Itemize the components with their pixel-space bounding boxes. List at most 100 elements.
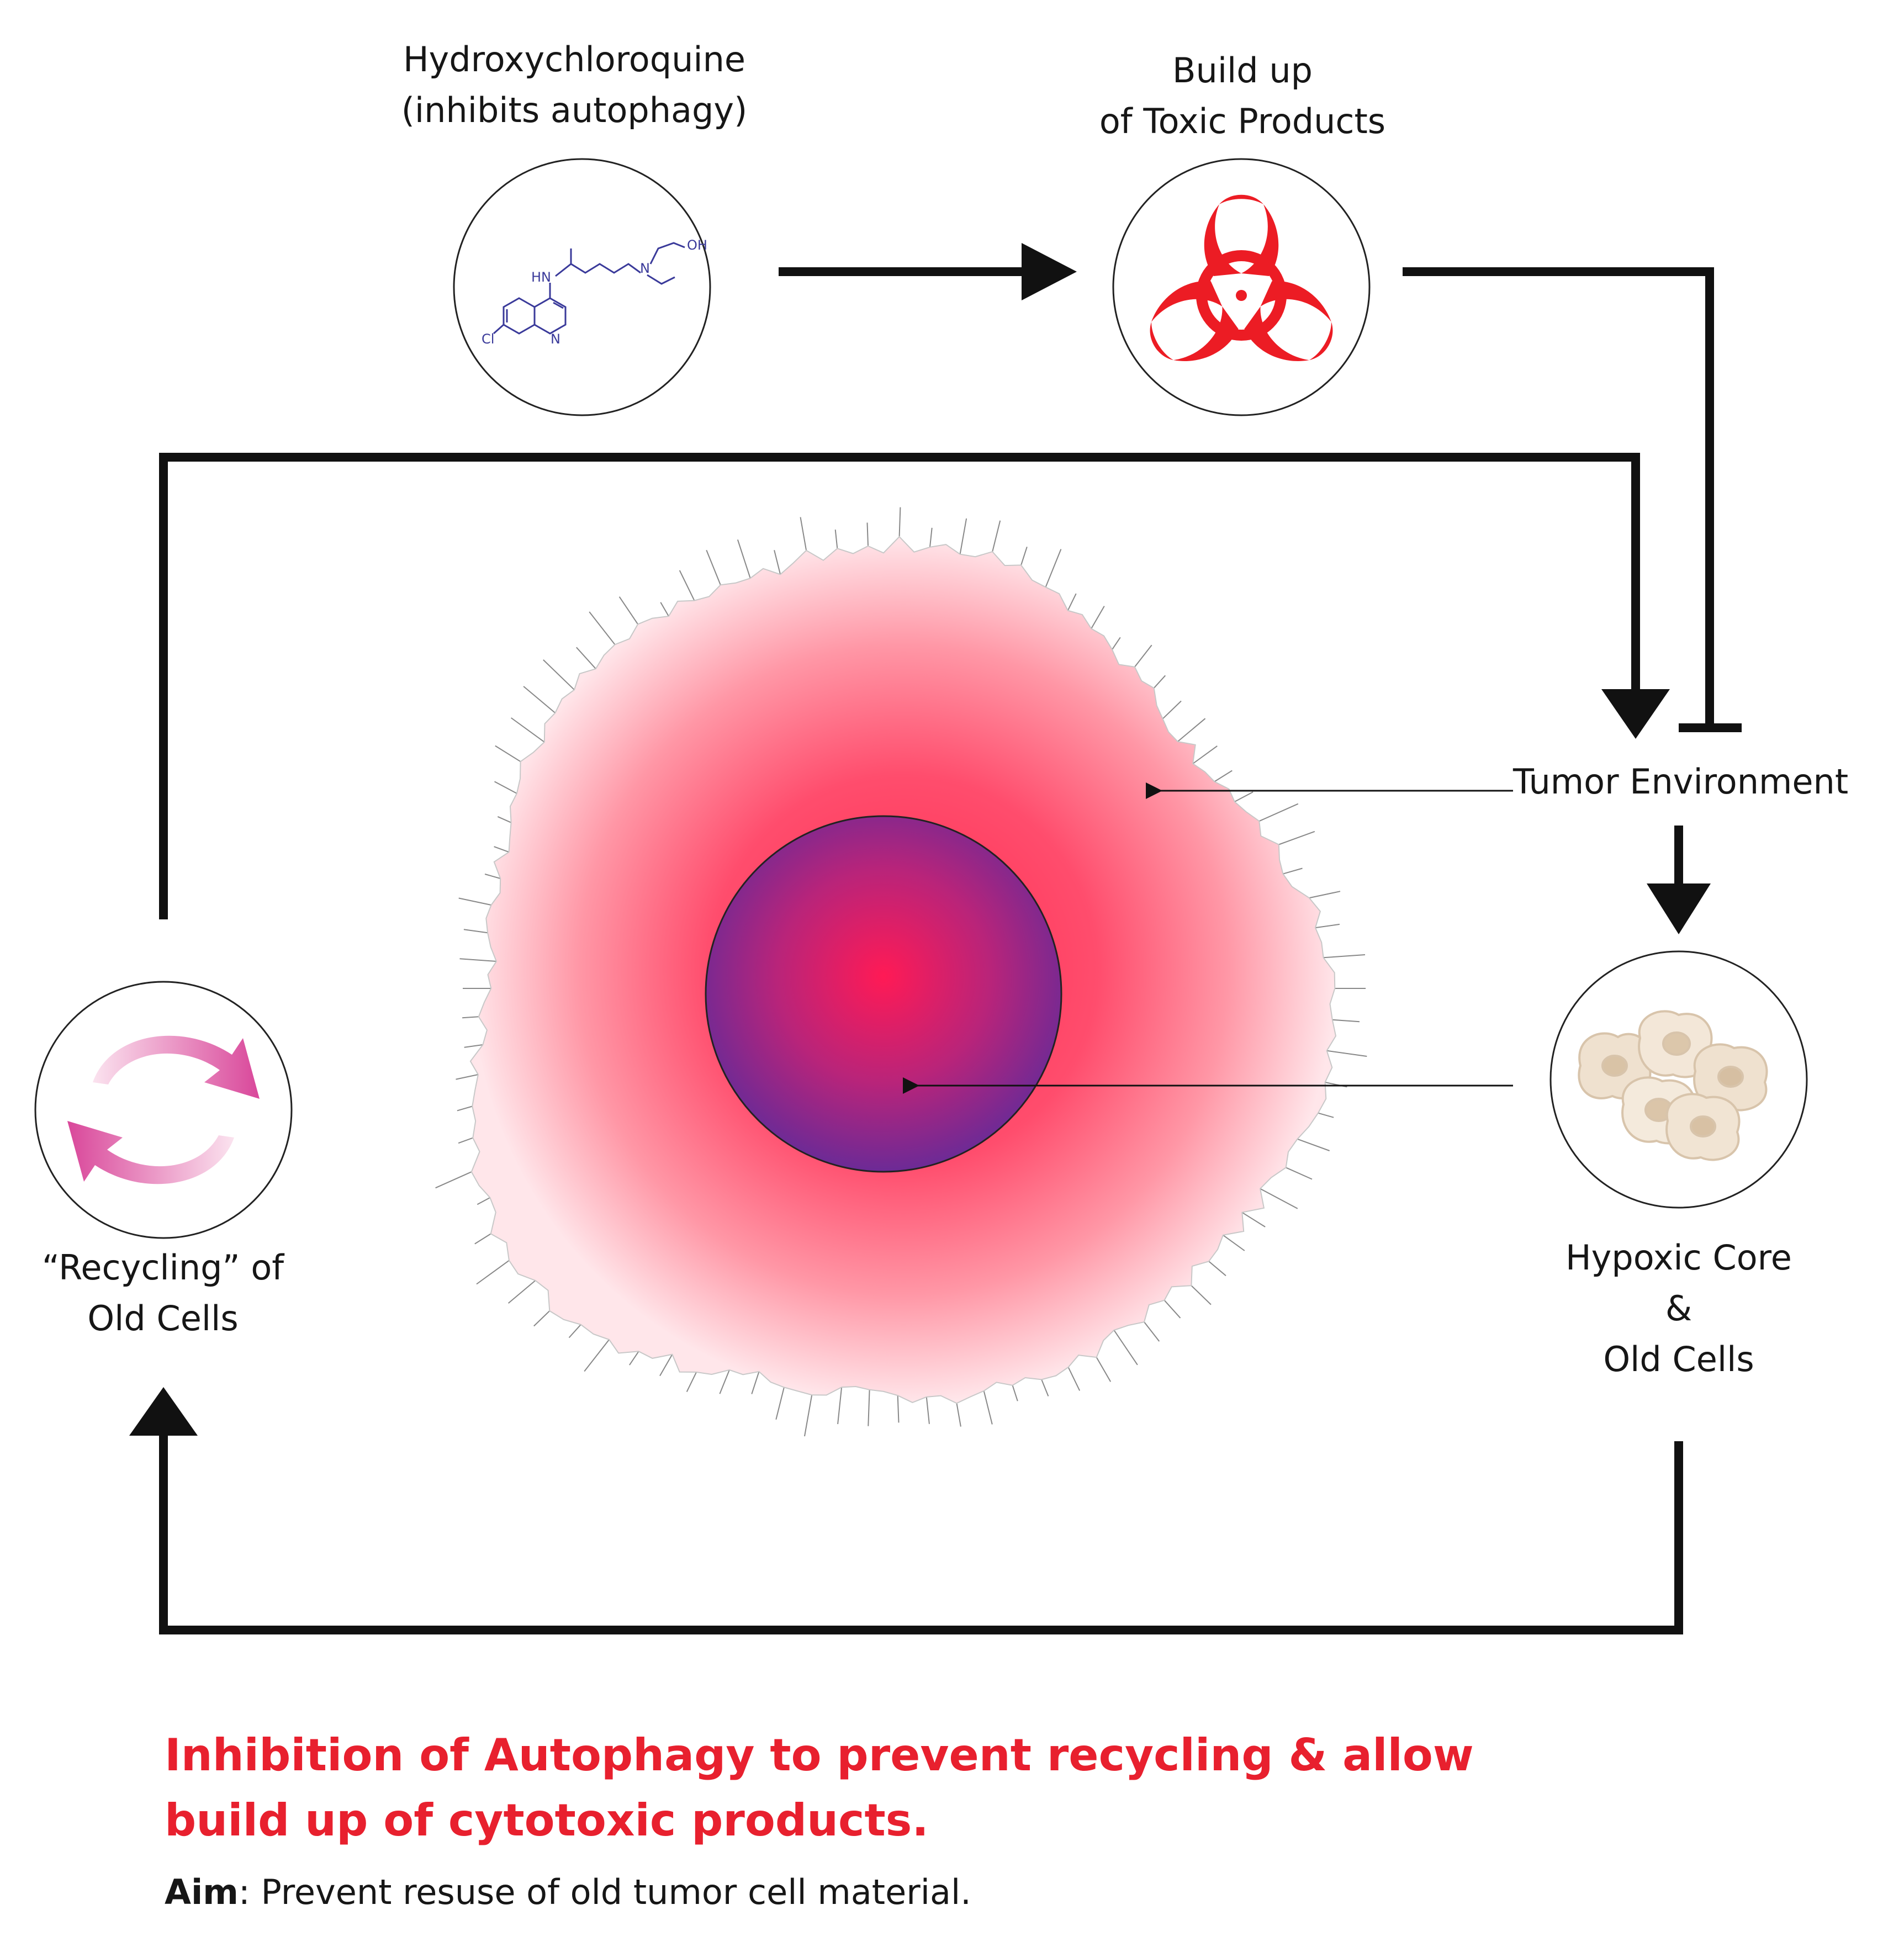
tumor-spike bbox=[1163, 1300, 1181, 1319]
tumor-spike bbox=[868, 1389, 870, 1426]
tumor-spike bbox=[589, 611, 616, 645]
tumor-spike bbox=[494, 846, 509, 853]
tumor-spike bbox=[679, 570, 695, 601]
mol-label-oh: OH bbox=[687, 237, 707, 253]
drug-node: HN N OH Cl N bbox=[453, 158, 711, 416]
aim-label: Aim bbox=[165, 1872, 239, 1912]
tumor-environment-label: Tumor Environment bbox=[1513, 761, 1849, 802]
recycling-node bbox=[34, 981, 293, 1239]
arrowhead-toxic bbox=[1022, 243, 1077, 300]
tumor-spike bbox=[1177, 718, 1206, 742]
tumor-spike bbox=[751, 1371, 760, 1394]
hypoxic-label: Hypoxic Core & Old Cells bbox=[1485, 1232, 1872, 1385]
tumor-spike bbox=[1192, 745, 1218, 764]
tumor-spike bbox=[458, 1137, 473, 1144]
loop-connectors bbox=[159, 267, 1742, 1634]
recycling-label: “Recycling” of Old Cells bbox=[0, 1242, 326, 1344]
tumor-spike bbox=[458, 897, 491, 906]
tumor-spike bbox=[511, 717, 545, 743]
tumor-spike bbox=[1278, 830, 1315, 845]
recycling-label-line1: “Recycling” of bbox=[41, 1247, 284, 1288]
tumor-spike bbox=[1309, 891, 1341, 899]
aim-text: : Prevent resuse of old tumor cell mater… bbox=[238, 1872, 971, 1912]
title-line1: Inhibition of Autophagy to prevent recyc… bbox=[165, 1729, 1474, 1781]
tumor-spike bbox=[1091, 606, 1105, 629]
tumor-spike bbox=[737, 539, 751, 579]
mol-label-cl: Cl bbox=[482, 331, 494, 347]
tumor-spike bbox=[1286, 1167, 1313, 1180]
arrowhead-recycling bbox=[129, 1387, 198, 1436]
mol-label-hn: HN bbox=[531, 269, 551, 285]
tumor-spike bbox=[584, 1339, 610, 1372]
biohazard-icon bbox=[1135, 194, 1347, 378]
tumor-spike bbox=[719, 1369, 730, 1394]
arrowheads bbox=[129, 243, 1711, 1436]
tumor-spike bbox=[929, 527, 933, 547]
tumor-spike bbox=[576, 647, 596, 669]
tumor-spike bbox=[800, 517, 807, 551]
tumor-spike bbox=[1012, 1385, 1018, 1401]
inhibit-toxic-to-tumor bbox=[1403, 267, 1714, 728]
hypoxic-label-line2: & bbox=[1665, 1288, 1693, 1329]
tumor-spike bbox=[1191, 1285, 1212, 1305]
tumor-spike bbox=[1113, 1330, 1138, 1366]
recycling-label-line2: Old Cells bbox=[87, 1298, 239, 1338]
hypoxic-label-line3: Old Cells bbox=[1603, 1339, 1754, 1379]
arrow-recycling-to-tumor bbox=[159, 453, 1640, 919]
tumor-spike bbox=[497, 816, 512, 823]
tumor-spike bbox=[956, 1403, 961, 1427]
tumor-spikes bbox=[435, 507, 1367, 1437]
tumor-spike bbox=[837, 1387, 843, 1425]
tumor-spike bbox=[804, 1395, 813, 1437]
cells-icon bbox=[1578, 1010, 1768, 1161]
tumor-spike bbox=[618, 596, 638, 625]
mol-label-n-ring: N bbox=[551, 331, 560, 347]
tumor-spike bbox=[1223, 1234, 1245, 1251]
tumor-spike bbox=[464, 1044, 483, 1048]
tumor-spike bbox=[477, 1197, 490, 1205]
tumor-spike bbox=[1241, 1211, 1266, 1228]
tumor-spike bbox=[897, 1395, 900, 1423]
tumor-spike bbox=[1041, 1379, 1049, 1396]
tumor-spike bbox=[775, 1387, 785, 1420]
tumor-spike bbox=[459, 958, 496, 962]
tumor-spike bbox=[507, 1280, 536, 1304]
tumor-spike bbox=[1020, 546, 1028, 565]
tumor-spike bbox=[1067, 593, 1077, 611]
tumor-spike bbox=[1112, 637, 1121, 650]
figure-title: Inhibition of Autophagy to prevent recyc… bbox=[165, 1723, 1766, 1853]
tumor-spike bbox=[925, 1396, 930, 1424]
tumor-spike bbox=[866, 522, 869, 546]
tumor-spike bbox=[686, 1372, 697, 1393]
tumor-spike bbox=[484, 874, 501, 879]
tumor-spike bbox=[1162, 700, 1182, 719]
tumor-spike bbox=[494, 781, 517, 794]
molecule-structure-icon bbox=[493, 242, 685, 335]
tumor-spike bbox=[457, 1105, 473, 1112]
tumor-spike bbox=[1067, 1367, 1081, 1391]
tumor-spike bbox=[1332, 1019, 1360, 1023]
tumor-spike bbox=[474, 1233, 491, 1245]
tumor-spike bbox=[1144, 1321, 1160, 1342]
drug-label-line2: (inhibits autophagy) bbox=[401, 90, 748, 130]
mol-label-n-amine: N bbox=[640, 261, 650, 276]
arrow-hypoxic-to-recycling bbox=[159, 1430, 1683, 1634]
arrowhead-tumor-env bbox=[1601, 689, 1670, 739]
tumor-spike bbox=[463, 929, 488, 934]
tumor-spike bbox=[629, 1351, 639, 1366]
arrowhead-hypoxic bbox=[1647, 883, 1711, 934]
tumor-spike bbox=[660, 602, 669, 617]
old-cells-node bbox=[1549, 950, 1808, 1209]
tumor-spike bbox=[1234, 791, 1254, 802]
tumor-spike bbox=[706, 549, 721, 585]
toxic-node bbox=[1112, 158, 1371, 416]
tumor-spike bbox=[1258, 803, 1299, 822]
tumor-spike bbox=[983, 1390, 993, 1425]
tumor-spike bbox=[1318, 1112, 1334, 1118]
tumor-spike bbox=[959, 518, 967, 554]
tumor-spike bbox=[1096, 1357, 1112, 1382]
tumor-spike bbox=[462, 1016, 479, 1019]
title-line2: build up of cytotoxic products. bbox=[165, 1795, 929, 1846]
recycle-arrows-icon bbox=[67, 1035, 260, 1184]
